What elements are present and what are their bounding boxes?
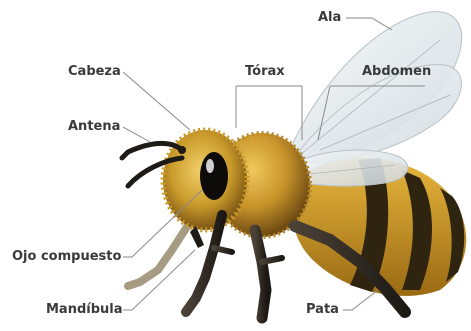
wings-shape: [278, 12, 462, 186]
label-torax: Tórax: [245, 64, 285, 80]
label-antena: Antena: [68, 119, 120, 135]
label-ala: Ala: [318, 10, 341, 26]
label-abdomen: Abdomen: [362, 64, 431, 80]
label-ojo-compuesto: Ojo compuesto: [12, 249, 121, 265]
label-cabeza: Cabeza: [68, 64, 121, 80]
label-pata: Pata: [306, 302, 339, 318]
label-mandibula: Mandíbula: [46, 302, 123, 318]
